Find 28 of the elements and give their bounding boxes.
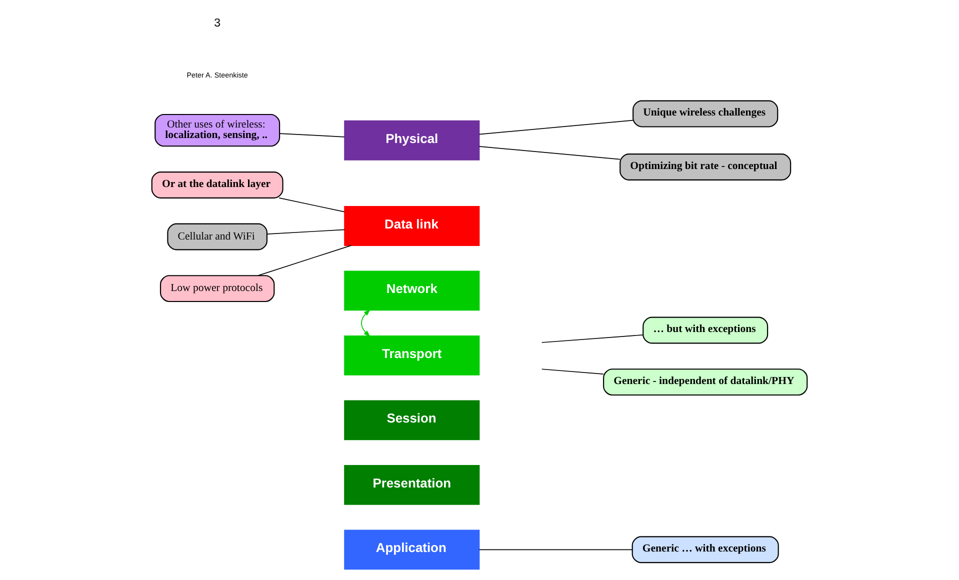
connector [478,549,633,550]
node-box: Low power protocols [160,275,275,302]
node-box: Network [344,270,480,311]
arrow [361,309,370,337]
connector [266,229,345,234]
label: 3 [214,18,221,30]
node-box: Session [344,400,480,440]
node-box: Presentation [344,464,480,505]
connector [541,334,644,343]
node-box: Other uses of wireless: localization, sensing, .. [154,114,280,147]
node-box: Cellular and WiFi [167,223,268,250]
node-box: Generic - independent of datalink/PHY [603,368,808,396]
node-box: Unique wireless challenges [632,100,778,128]
connector [278,198,345,212]
node-box: … but with exceptions [642,316,768,344]
label: Peter A. Steenkiste [186,70,248,80]
node-box: Physical [344,120,480,160]
connector [478,120,634,135]
connector [541,368,604,374]
node-box: Generic … with exceptions [632,536,779,564]
node-box: Transport [344,336,480,376]
node-box: Optimizing bit rate - conceptual [620,154,792,180]
connector [258,244,352,276]
connector [478,146,620,160]
connector [279,133,345,138]
node-box: Application [344,530,480,570]
node-box: Or at the datalink layer [151,172,284,198]
node-box: Data link [344,206,480,246]
